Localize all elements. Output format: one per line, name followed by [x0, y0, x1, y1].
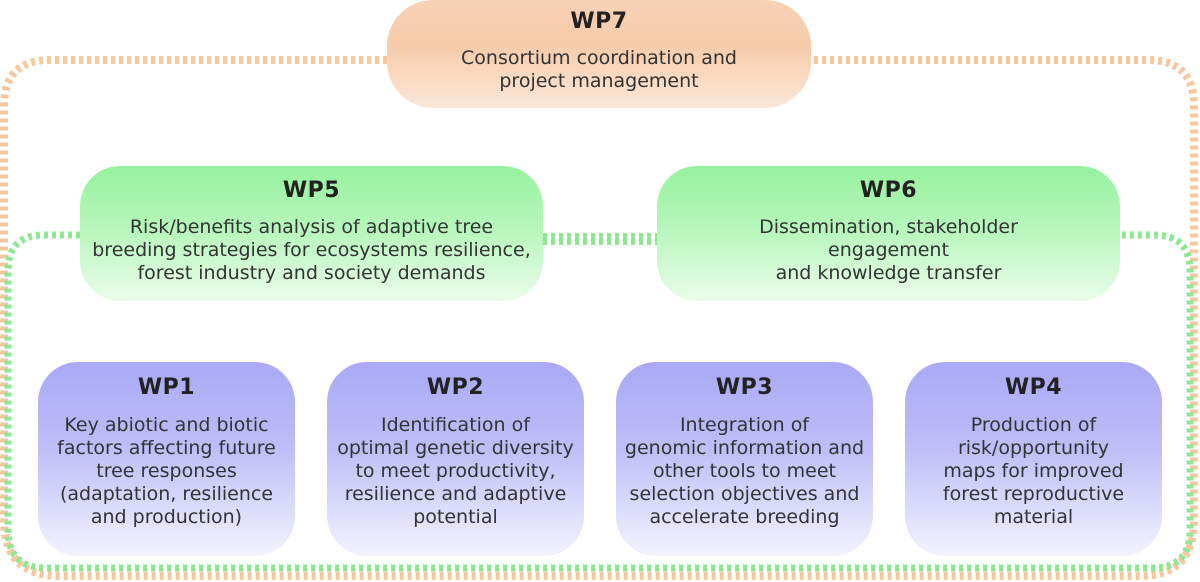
wp4-box: WP4 Production of risk/opportunity maps … — [905, 362, 1162, 556]
wp2-box: WP2 Identification of optimal genetic di… — [327, 362, 584, 556]
wp4-title: WP4 — [1004, 375, 1063, 400]
wp4-description: Production of risk/opportunity maps for … — [942, 414, 1125, 528]
wp1-box: WP1 Key abiotic and biotic factors affec… — [38, 362, 295, 556]
wp6-title: WP6 — [859, 178, 918, 203]
wp5-title: WP5 — [282, 178, 341, 203]
wp1-description: Key abiotic and biotic factors affecting… — [57, 414, 276, 528]
wp7-title: WP7 — [570, 9, 628, 34]
wp7-description: Consortium coordination and project mana… — [461, 47, 737, 92]
wp7-box: WP7 Consortium coordination and project … — [387, 0, 811, 108]
wp5-box: WP5 Risk/benefits analysis of adaptive t… — [80, 166, 543, 301]
wp5-description: Risk/benefits analysis of adaptive tree … — [92, 216, 531, 284]
orange-dashed-loop — [0, 56, 1198, 580]
wp3-description: Integration of genomic information and o… — [624, 414, 865, 528]
green-dashed-loop — [4, 231, 1194, 572]
wp2-description: Identification of optimal genetic divers… — [337, 414, 574, 528]
wp2-title: WP2 — [426, 375, 485, 400]
wp6-description: Dissemination, stakeholder engagement an… — [759, 216, 1018, 284]
wp6-box: WP6 Dissemination, stakeholder engagemen… — [657, 166, 1120, 301]
wp1-title: WP1 — [137, 375, 196, 400]
wp3-box: WP3 Integration of genomic information a… — [616, 362, 873, 556]
wp3-title: WP3 — [715, 375, 774, 400]
